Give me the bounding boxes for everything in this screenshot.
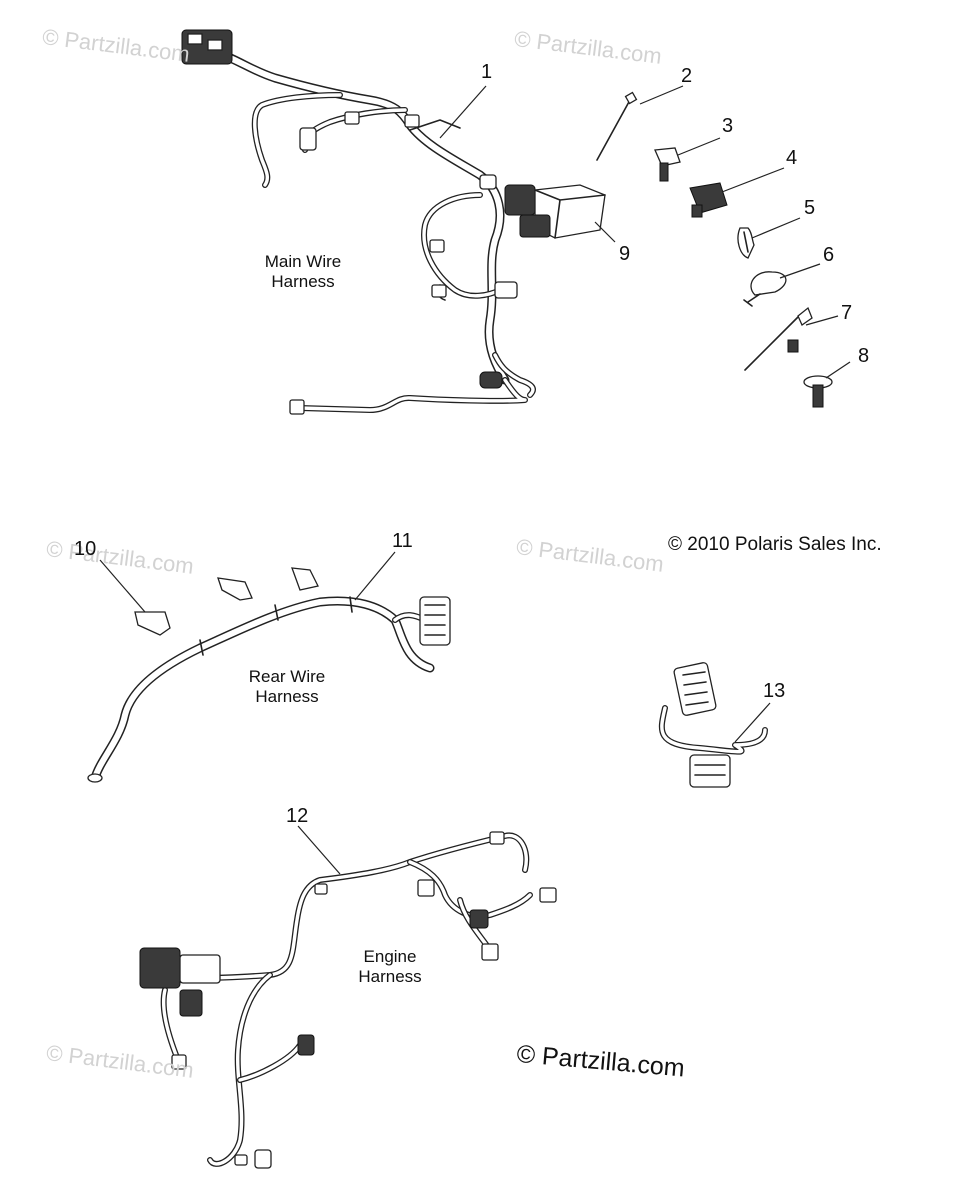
callout-2[interactable]: 2 [681, 65, 693, 87]
callout-1[interactable]: 1 [481, 61, 493, 83]
engine-harness-drawing [139, 831, 557, 1169]
main-label-line2: Harness [271, 272, 335, 291]
rear-wire-harness-drawing [87, 567, 451, 783]
rear-label-line2: Harness [255, 687, 319, 706]
callout-9[interactable]: 9 [619, 243, 631, 265]
engine-label-line1: Engine [363, 947, 417, 966]
main-wire-harness-label: Main Wire Harness [248, 252, 358, 292]
callout-12[interactable]: 12 [286, 805, 309, 827]
main-wire-harness-drawing [181, 29, 606, 415]
callout-4[interactable]: 4 [786, 147, 798, 169]
callout-13[interactable]: 13 [763, 680, 786, 702]
engine-label-line2: Harness [358, 967, 422, 986]
rear-label-line1: Rear Wire [248, 667, 326, 686]
callout-8[interactable]: 8 [858, 345, 870, 367]
copyright-notice: © 2010 Polaris Sales Inc. [668, 534, 882, 555]
leader-lines [99, 85, 851, 875]
callout-10[interactable]: 10 [74, 538, 97, 560]
rear-wire-harness-label: Rear Wire Harness [232, 667, 342, 707]
callout-5[interactable]: 5 [804, 197, 816, 219]
harness-13-drawing [658, 662, 768, 788]
callout-3[interactable]: 3 [722, 115, 734, 137]
callout-11[interactable]: 11 [392, 530, 413, 552]
main-label-line1: Main Wire [264, 252, 342, 271]
callout-6[interactable]: 6 [823, 244, 835, 266]
callout-7[interactable]: 7 [841, 302, 853, 324]
small-parts-drawing [596, 91, 833, 408]
engine-harness-label: Engine Harness [340, 947, 440, 987]
